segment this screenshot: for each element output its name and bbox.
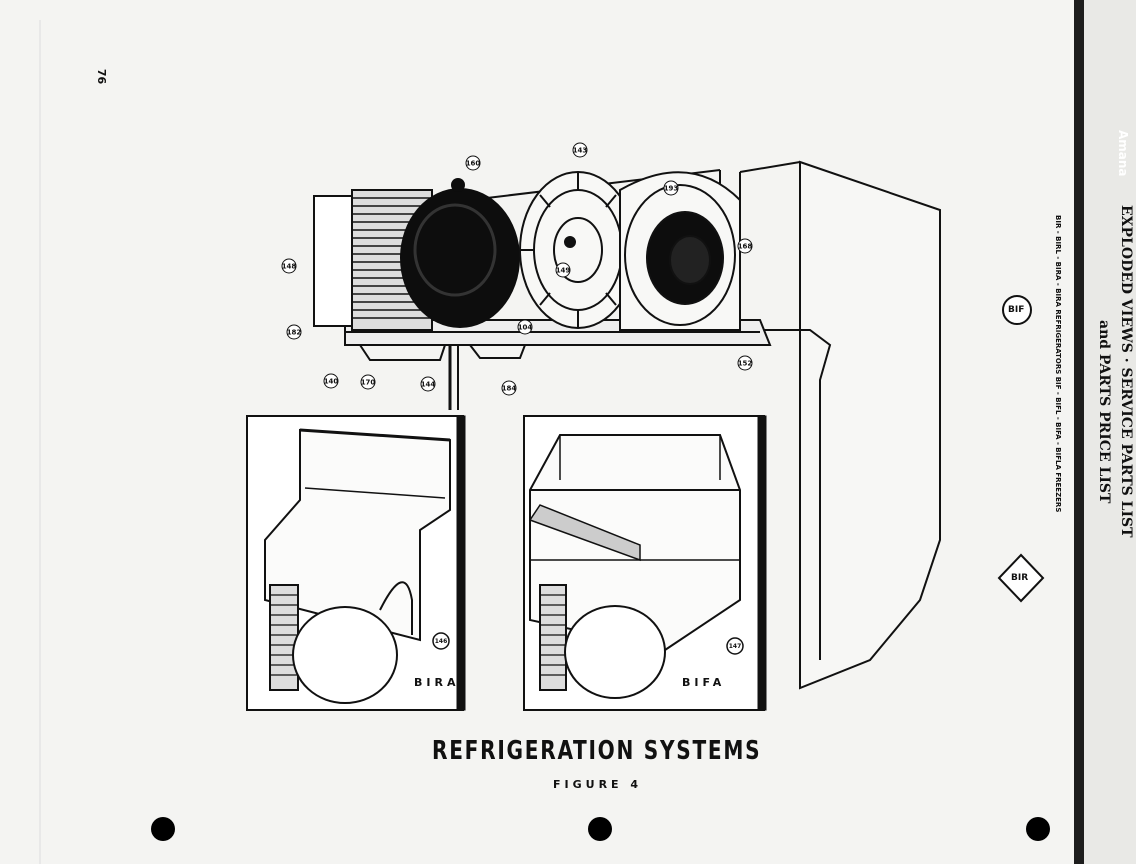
side-heading-1: EXPLODED VIEWS · SERVICE PARTS LIST: [1118, 205, 1134, 538]
bira-panel: 146: [246, 415, 466, 711]
side-heading-2: and PARTS PRICE LIST: [1096, 320, 1112, 504]
compressor: [400, 178, 520, 328]
bif-badge: BIF: [1008, 305, 1025, 315]
bifa-label: BIFA: [682, 676, 726, 689]
bifa-panel: 147: [523, 415, 767, 711]
bira-label: BIRA: [414, 676, 460, 689]
binder-hole: [588, 817, 612, 841]
figure-title: REFRIGERATION SYSTEMS: [432, 736, 762, 766]
callout-number: 140: [324, 378, 339, 386]
figure-subtitle: FIGURE 4: [553, 778, 643, 791]
callout-number: 148: [282, 263, 297, 271]
callout-number: 104: [518, 324, 533, 332]
binder-hole: [151, 817, 175, 841]
callout-number: 143: [573, 147, 588, 155]
callout-number: 160: [466, 160, 481, 168]
bir-badge: BIR: [1011, 573, 1029, 583]
fan-wheel: [519, 171, 637, 329]
panel-callout-number: 147: [729, 643, 742, 650]
callout-number: 184: [502, 385, 517, 393]
fan-shroud: [619, 171, 741, 331]
callout-number: 182: [287, 329, 302, 337]
callout-markers: 148 182 140 170 144 160 143 193 168 149 104 152 184: [281, 142, 753, 396]
cabinet: [448, 160, 941, 690]
callout-number: 168: [738, 243, 753, 251]
callout-number: 149: [556, 267, 571, 275]
callout-number: 152: [738, 360, 753, 368]
side-heading-strip: [1084, 0, 1136, 864]
callout-number: 193: [664, 185, 679, 193]
callout-number: 170: [361, 379, 376, 387]
callout-number: 144: [421, 381, 436, 389]
panel-callout-number: 146: [435, 638, 448, 645]
models-line: BIR - BIRL - BIRA - BIRA REFRIGERATORS B…: [1054, 215, 1062, 513]
binder-hole: [1026, 817, 1050, 841]
brand-logo: Amana: [1116, 130, 1130, 177]
